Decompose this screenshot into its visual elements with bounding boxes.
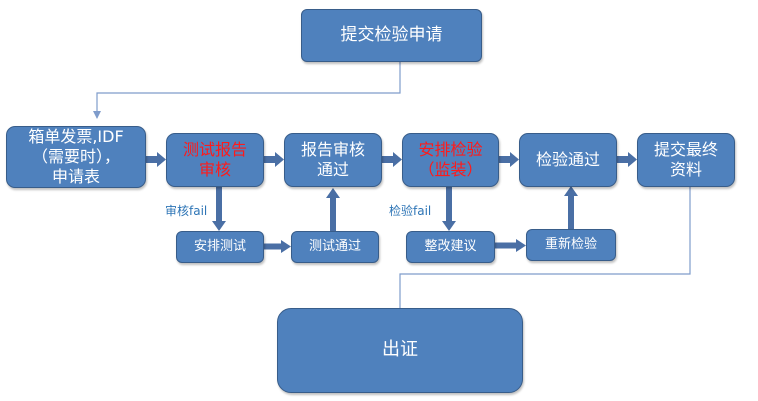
rectification-box: 整改建议 (406, 231, 495, 263)
arrow-report-passed-to-arrange-inspection (382, 152, 402, 167)
report-review-passed-box: 报告审核 通过 (284, 133, 382, 187)
arrange-inspection-box: 安排检验 （监装） (402, 133, 499, 187)
test-passed-box: 测试通过 (291, 231, 379, 263)
arrow-reinspection-up (564, 186, 578, 229)
inspection-fail-label: 检验fail (389, 204, 432, 218)
inspection-passed-box: 检验通过 (519, 133, 617, 187)
reinspection-box: 重新检验 (526, 229, 616, 261)
arrow-review-to-report-passed (264, 152, 284, 167)
arrow-documents-to-review (146, 152, 166, 167)
review-fail-label: 审核fail (165, 204, 208, 218)
test-report-review-box: 测试报告 审核 (166, 133, 264, 187)
documents-box: 箱单发票,IDF （需要时）， 申请表 (6, 126, 146, 188)
arrow-review-fail-down (212, 187, 226, 231)
connector-final-to-certificate (399, 187, 691, 308)
arrow-arrange-inspection-to-passed (499, 152, 519, 167)
arrow-inspection-fail-down (442, 187, 456, 231)
arrow-arrange-test-to-test-passed (264, 240, 291, 253)
submit-application-box: 提交检验申请 (301, 9, 482, 62)
submit-final-box: 提交最终 资料 (637, 133, 735, 187)
arrow-inspection-passed-to-final (617, 152, 637, 167)
connector-submit-to-documents (93, 62, 401, 119)
arrow-rectification-to-reinspection (495, 239, 526, 252)
certificate-box: 出证 (277, 308, 523, 393)
arrange-test-box: 安排测试 (176, 231, 264, 263)
arrow-test-passed-up (326, 188, 340, 231)
